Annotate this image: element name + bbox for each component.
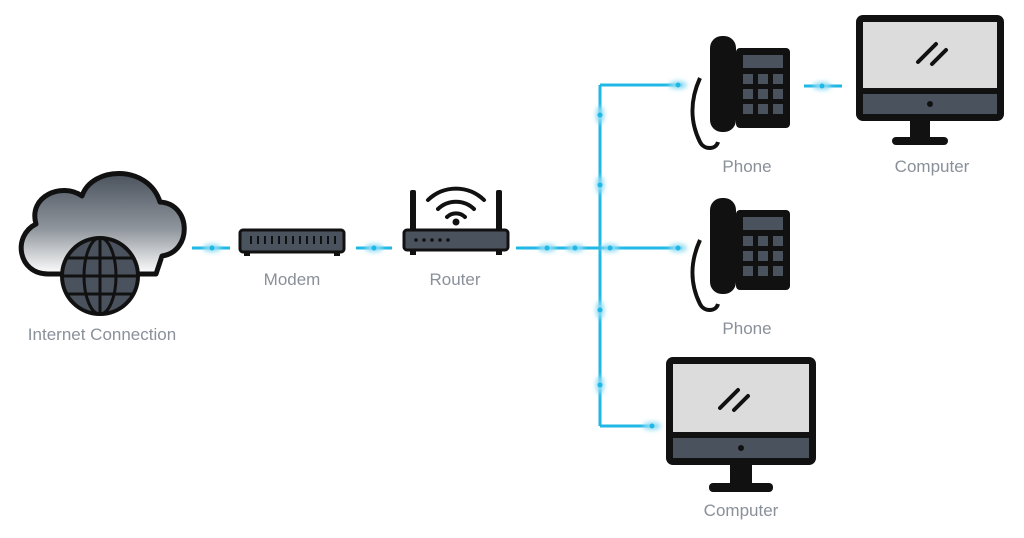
computer-bottom-label: Computer (703, 501, 779, 520)
signal-dots (203, 81, 831, 430)
wifi-router-icon (402, 186, 510, 255)
modem-label: Modem (263, 270, 321, 289)
computer-top-label: Computer (894, 157, 970, 176)
modem-icon (238, 228, 346, 256)
internet-connection-label: Internet Connection (27, 325, 177, 344)
phone-top-label: Phone (722, 157, 772, 176)
desktop-monitor-icon (856, 15, 1004, 145)
cloud-globe-icon (18, 171, 187, 316)
phone-mid-label: Phone (722, 319, 772, 338)
globe-icon (60, 236, 140, 316)
desk-phone-icon (690, 36, 790, 150)
desktop-monitor-icon (666, 357, 816, 492)
router-label: Router (429, 270, 481, 289)
desk-phone-icon (690, 198, 790, 312)
